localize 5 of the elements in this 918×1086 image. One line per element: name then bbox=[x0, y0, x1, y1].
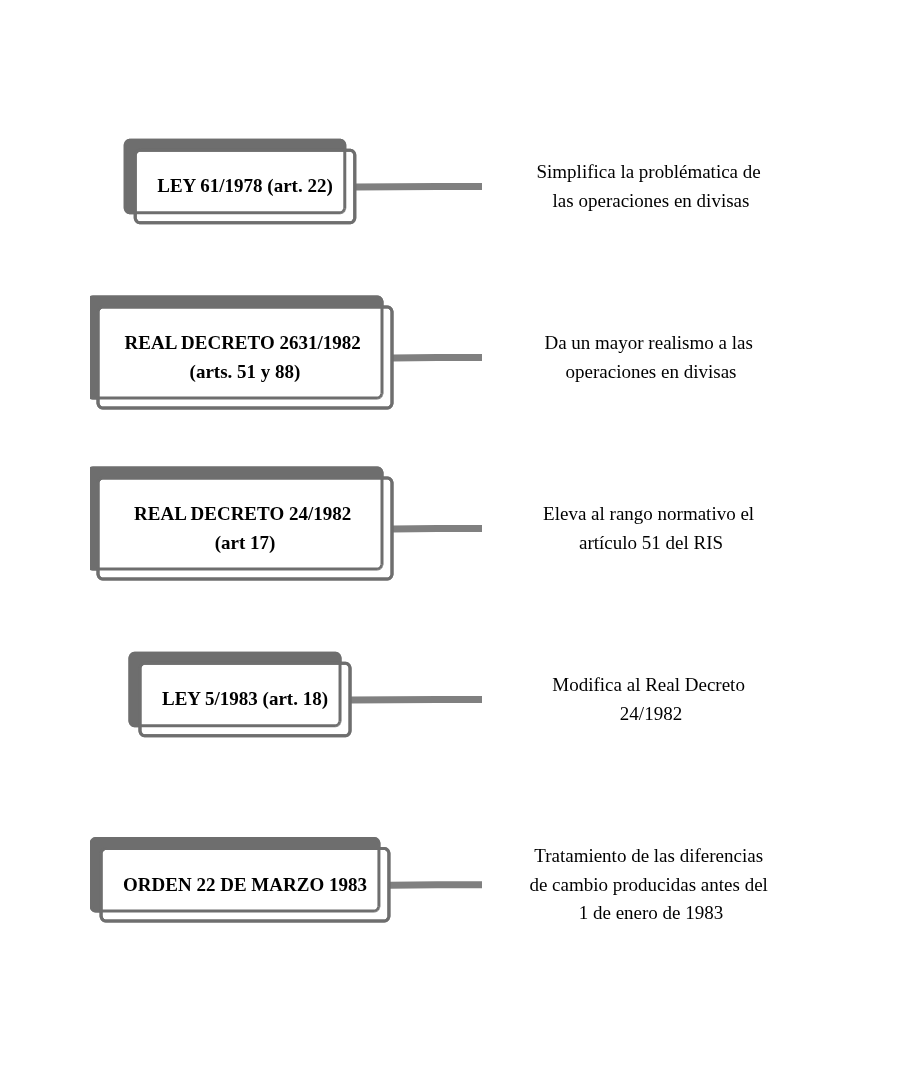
node-text: Tratamiento de las diferencias de cambio producidas antes del 1 de enero de 1983 bbox=[529, 845, 768, 924]
node-text: Simplifica la problématica de las operaciones en divisas bbox=[536, 161, 761, 211]
node-text: Da un mayor realismo a las operaciones en divisas bbox=[544, 332, 753, 382]
node-text: Modifica al Real Decreto 24/1982 bbox=[552, 674, 745, 724]
node-text: Eleva al rango normativo el artículo 51 del RIS bbox=[543, 503, 755, 553]
